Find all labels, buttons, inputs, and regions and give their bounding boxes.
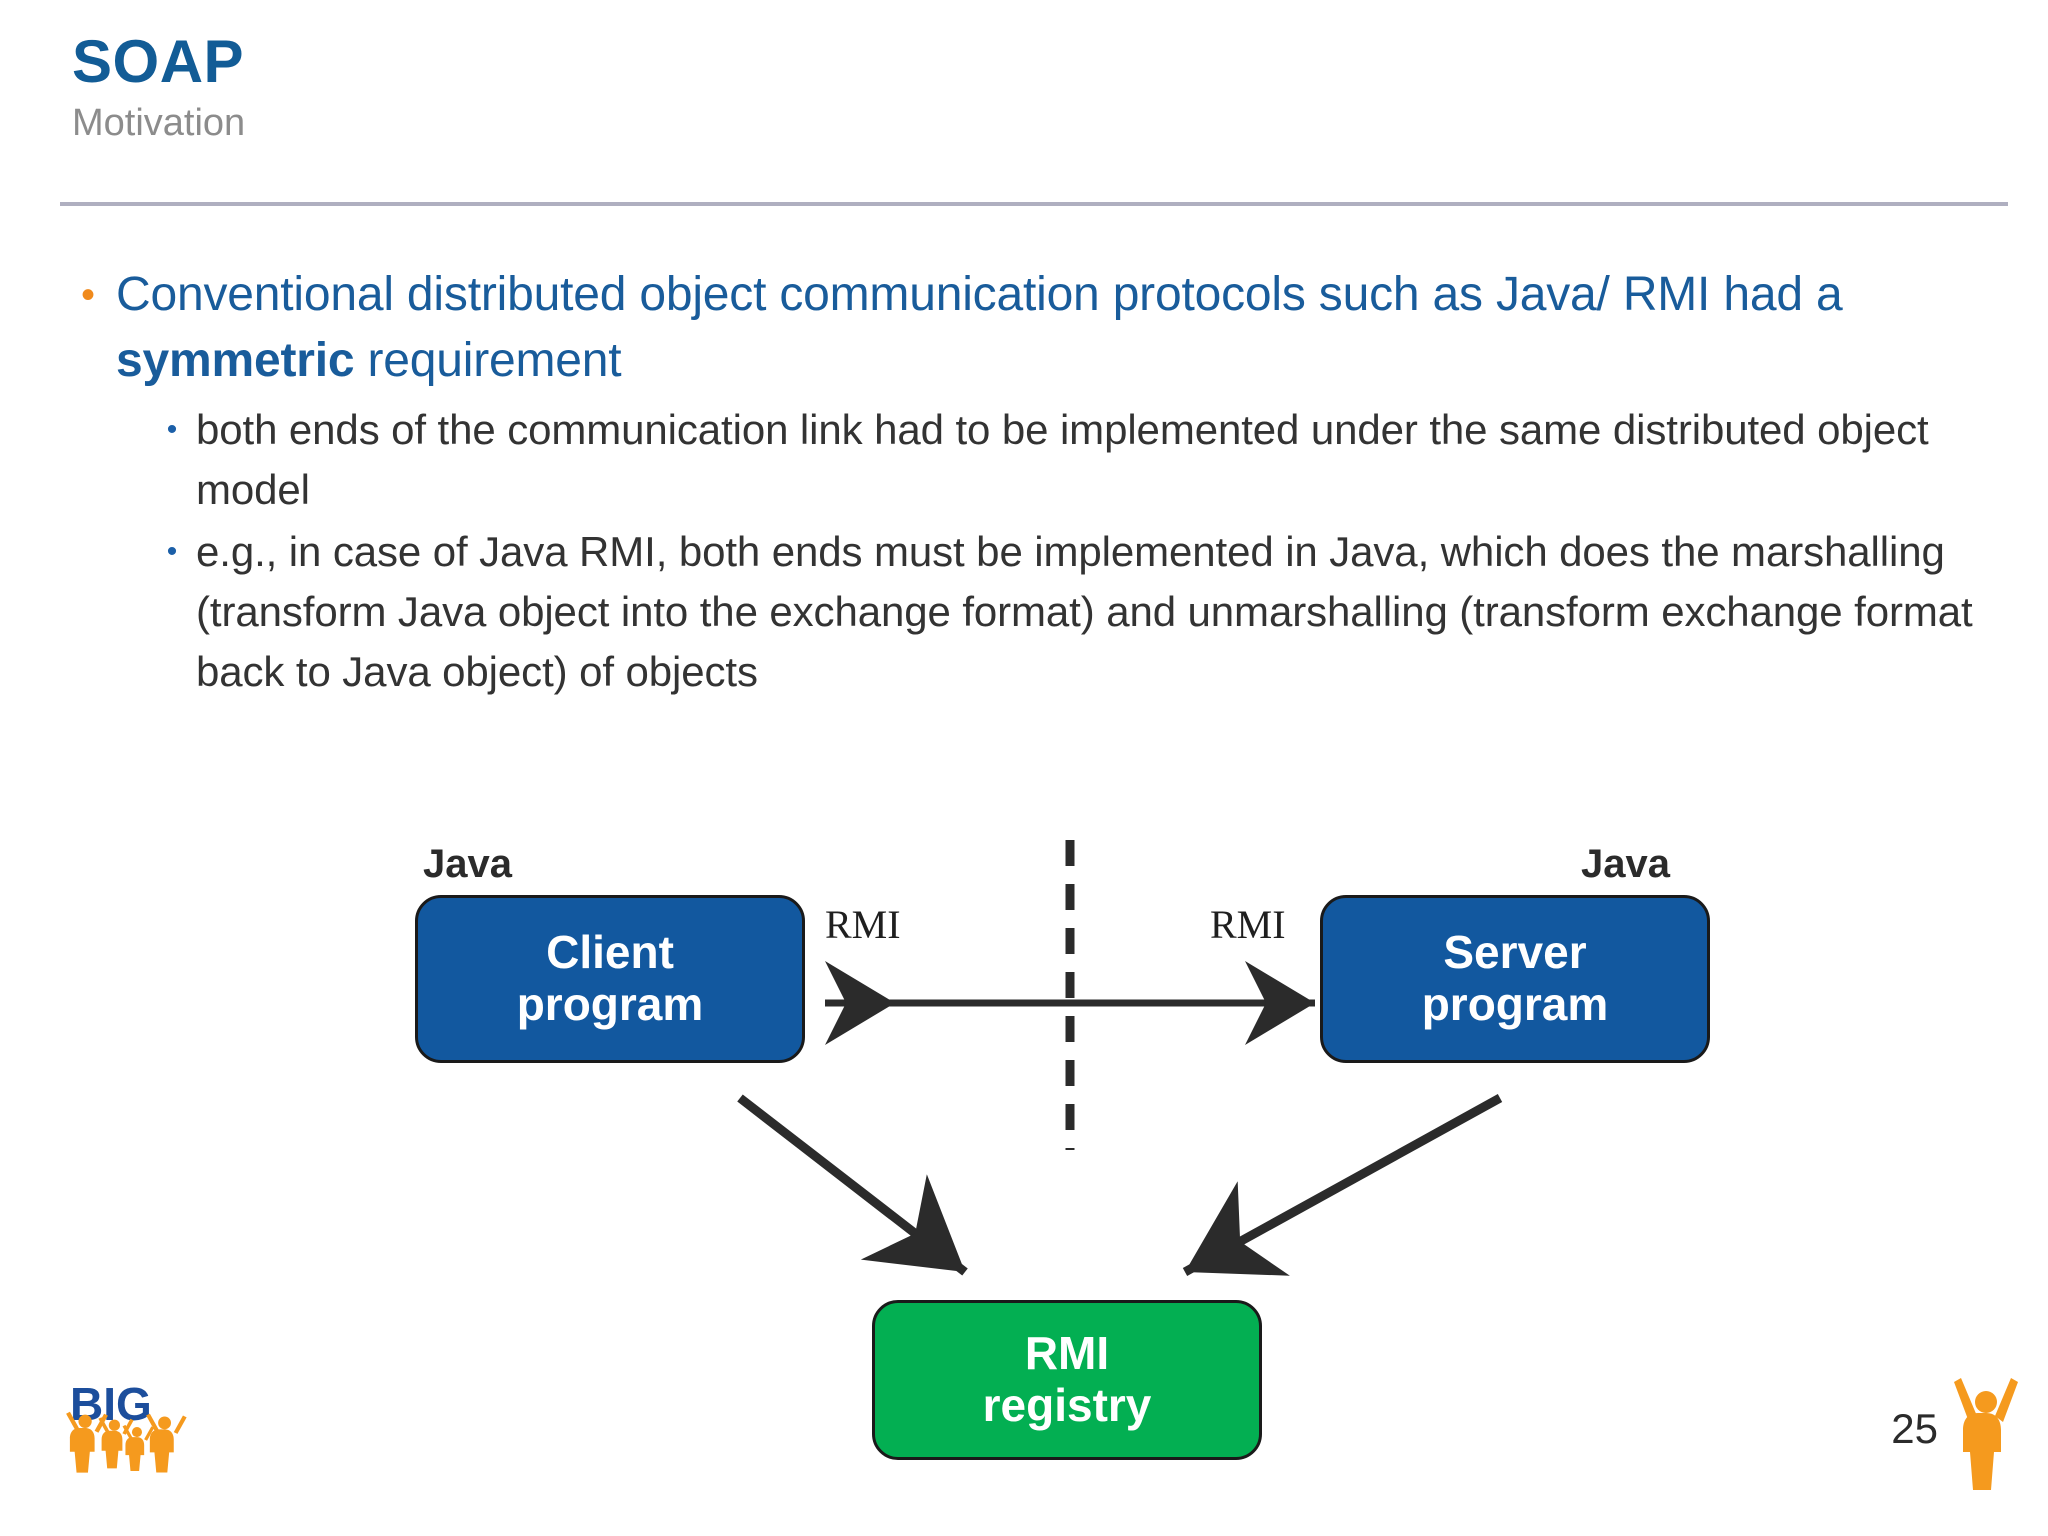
page-subtitle: Motivation	[72, 102, 246, 144]
server-program-box[interactable]: Server program	[1320, 895, 1710, 1063]
bullet-text-segment-bold: symmetric	[116, 334, 355, 387]
bullet-marker-icon: •	[80, 273, 95, 317]
server-program-line2: program	[1421, 978, 1609, 1030]
sub-bullet-text: both ends of the communication link had …	[196, 406, 1929, 513]
big-logo-graphic: BIG	[66, 1378, 187, 1473]
rmi-architecture-diagram: Java Java Client program Server program …	[0, 820, 2048, 1460]
cheering-person-graphic	[1954, 1378, 2018, 1490]
client-program-line2: program	[516, 978, 704, 1030]
rmi-registry-line2: registry	[982, 1379, 1152, 1431]
people-figures-icon	[66, 1411, 187, 1473]
list-item: • Conventional distributed object commun…	[60, 262, 2020, 394]
diagram-connectors	[737, 840, 1503, 1276]
list-item: • both ends of the communication link ha…	[148, 400, 2020, 520]
rmi-registry-line1: RMI	[1024, 1327, 1110, 1380]
server-program-line1: Server	[1443, 926, 1587, 979]
bullet-text-segment-after: requirement	[354, 334, 622, 387]
bullet-text-level1: Conventional distributed object communic…	[116, 262, 2020, 394]
page-title: SOAP	[72, 28, 245, 95]
server-to-registry-arrow	[1182, 1094, 1503, 1276]
bullet-text-segment-before: Conventional distributed object communic…	[116, 268, 1843, 321]
rmi-registry-box[interactable]: RMI registry	[872, 1300, 1262, 1460]
sub-bullet-text: e.g., in case of Java RMI, both ends mus…	[196, 528, 1973, 695]
big-logo: BIG	[62, 1378, 212, 1488]
client-platform-label: Java	[423, 842, 512, 886]
rmi-label-client-side: RMI	[825, 902, 901, 947]
rmi-label-server-side: RMI	[1210, 902, 1286, 947]
client-program-line1: Client	[546, 926, 674, 979]
sub-bullet-marker-icon: •	[166, 535, 178, 568]
header-divider	[60, 202, 2008, 206]
client-to-registry-arrow	[737, 1094, 968, 1276]
slide-body: • Conventional distributed object commun…	[60, 262, 2020, 704]
page-number: 25	[1891, 1405, 1938, 1452]
server-platform-label: Java	[1581, 842, 1670, 886]
cheering-person-icon	[1946, 1376, 2026, 1496]
sub-bullet-list: • both ends of the communication link ha…	[148, 400, 2020, 702]
client-program-box[interactable]: Client program	[415, 895, 805, 1063]
list-item: • e.g., in case of Java RMI, both ends m…	[148, 522, 2020, 702]
sub-bullet-marker-icon: •	[166, 413, 178, 446]
slide-header: SOAP Motivation	[72, 30, 2008, 147]
